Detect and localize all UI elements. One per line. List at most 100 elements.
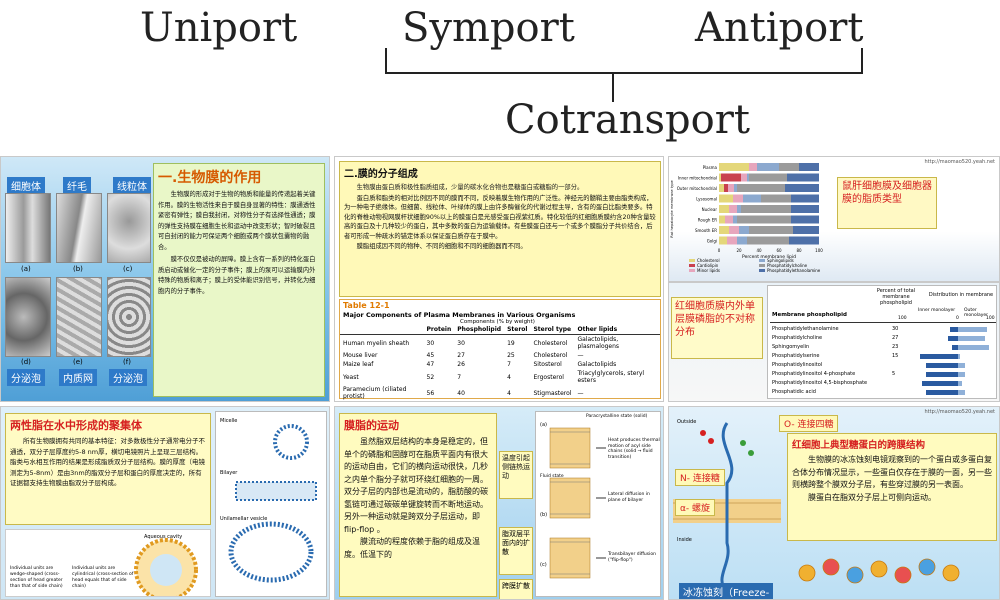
chart-bar-segment (779, 163, 799, 171)
outer-bar (958, 354, 960, 359)
solid-state-label: Paracrystalline state (solid) (586, 414, 648, 419)
legend-entry: Minor lipids (697, 268, 720, 273)
table-cell: 47 (426, 361, 435, 368)
rbc-lipid-name: Phosphatidylinositol 4-phosphate (772, 371, 856, 377)
outer-monolayer-label: Outer monolayer (964, 308, 989, 318)
table-cell: 26 (457, 361, 465, 368)
aggregates-lower-figure: Individual units are wedge-shaped (cross… (5, 529, 211, 597)
aggregates-heading: 两性脂在水中形成的聚集体 (10, 419, 142, 432)
chart-bar-segment (791, 194, 819, 203)
legend-entry: Phosphatidylethanolamine (767, 268, 821, 273)
fig-b-label: (b) (73, 265, 83, 273)
table-cell: Galactolipids, plasmalogens (577, 336, 620, 350)
table-cell: — (530, 401, 574, 402)
table-heading: Major Components of Plasma Membranes in … (343, 311, 576, 319)
chart-tick: 20 (736, 248, 742, 253)
table-subheading: Components (% by weight) (460, 319, 535, 325)
table-cell: Paramecium (ciliated protist) (343, 386, 407, 400)
rbc-lipid-name: Phosphatidic acid (772, 389, 816, 395)
inner-monolayer-label: Inner monolayer (918, 308, 956, 313)
table-cell: 25 (507, 352, 515, 359)
glycoprotein-para: 生物膜的冰冻蚀刻电镜观察到的一个蛋白或多蛋白复合体分布情况显示，一些蛋白仅存在于… (792, 455, 992, 489)
helix-tag: α- 螺旋 (675, 499, 716, 516)
lipid-motion-para: 虽然脂双层结构的本身是稳定的，但单个的磷脂和固醇可在脂质平面内有很大的运动自由，… (344, 437, 488, 534)
chart-bar-segment (727, 236, 737, 245)
chart-category: Smooth ER (695, 228, 717, 233)
table-cell: Galactolipids (577, 361, 617, 368)
chart-ylabel: Rat hepatocyte membrane type (670, 179, 674, 237)
fig-d-label: (d) (21, 358, 31, 366)
lipid-motion-para-2: 膜流动的程度依赖于脂的组成及温度。低温下的 (344, 537, 480, 559)
outer-bar (958, 345, 989, 350)
fig6-c: (c) (540, 562, 547, 568)
legend-entry: Phosphatidylcholine (767, 263, 808, 268)
box-thermal-text: 温度引起侧链热运动 (502, 454, 530, 480)
antiport-label: Antiport (695, 5, 864, 51)
label-cell-body: 细胞体 (7, 177, 45, 194)
table-cell: — (577, 352, 584, 359)
rbc-title-box: 红细胞质膜内外单层膜磷脂的不对称分布 (671, 297, 763, 359)
table-cell: 0 (504, 401, 530, 402)
micrograph-c (107, 193, 151, 263)
rat-liver-title-box: 鼠肝细胞膜及细胞器膜的脂质类型 (837, 177, 937, 229)
o-linked-tag: O- 连接四糖 (779, 415, 839, 432)
micrograph-f (107, 277, 151, 357)
chart-bar-segment (719, 226, 729, 234)
rbc-header-lipid: Membrane phospholipid (772, 312, 847, 318)
chart-tick: 40 (756, 248, 762, 253)
inner-bar (926, 390, 958, 395)
legend-swatch (759, 259, 765, 262)
aqueous-label: Aqueous cavity (144, 534, 183, 540)
chart-bar-segment (719, 215, 725, 224)
composition-para-3: 膜脂组成因不同的物种、不同的细胞和不同的细胞器而不同。 (356, 243, 527, 250)
aggregates-text-box: 两性脂在水中形成的聚集体 所有生物膜拥有共同的基本特征：对多数极性分子通常电分子… (5, 413, 211, 525)
table-col-1: Protein (423, 325, 455, 335)
slide-url-2: http://maomao520.yeah.net (924, 409, 995, 415)
table-cell: 52 (426, 373, 435, 381)
rbc-lipid-name: Phosphatidylinositol (772, 362, 823, 368)
function-text-box: 一.生物膜的作用 生物膜的形成对于生物的物质和能量的传递起着关键作用。膜的生物活… (153, 163, 325, 397)
inner-bar (952, 345, 958, 350)
chart-bar-segment (793, 226, 819, 234)
composition-heading: 二.膜的分子组成 (344, 169, 418, 180)
chart-bar-segment (719, 205, 729, 213)
table-cell: 27 (457, 352, 465, 359)
table-col-2: Phospholipid (454, 325, 505, 335)
table-cell: Cholesterol (533, 352, 568, 359)
chart-bar-segment (737, 215, 791, 224)
bracket-stem (612, 74, 614, 102)
box-lateral-text: 脂双层平面内的扩散 (502, 530, 530, 556)
rbc-lipid-percent: 15 (892, 353, 899, 359)
chart-bar-segment (719, 184, 724, 192)
label-cilia: 纤毛 (63, 177, 91, 194)
rbc-lipid-name: Phosphatidylethanolamine (772, 326, 839, 332)
chart-bar-segment (747, 236, 789, 245)
scale-mid: 0 (956, 316, 959, 321)
lipid-motion-figure: Paracrystalline state (solid) Fluid stat… (535, 411, 661, 597)
table-cell: Cholesterol (533, 339, 568, 347)
rbc-lipid-percent: 27 (892, 335, 899, 341)
symport-label: Symport (402, 5, 575, 51)
inner-bar (920, 354, 958, 359)
rbc-lipid-name: Phosphatidylserine (772, 353, 820, 359)
box-flipflop-text: 跨膜扩散 (502, 582, 530, 590)
table-col-5: Other lipids (574, 325, 660, 335)
chart-category: Plasma (703, 165, 718, 170)
table-cell: Maize leaf (343, 361, 374, 368)
chart-bar-segment (739, 226, 749, 234)
fig-c-label: (c) (123, 265, 133, 273)
lipid-motion-text: 膜脂的运动 虽然脂双层结构的本身是稳定的，但单个的磷脂和固醇可在脂质平面内有很大… (339, 413, 497, 597)
chart-bar-segment (734, 184, 737, 192)
label-er: 内质网 (59, 369, 97, 386)
inner-bar (950, 327, 958, 332)
chart-bar-segment (785, 184, 819, 192)
table-title: Table 12-1 (343, 301, 390, 310)
note-cylinder: Individual units are cylindrical (cross-… (72, 566, 134, 589)
uniport-label: Uniport (140, 5, 298, 51)
slide-membrane-function: 细胞体 纤毛 线粒体 (a) (b) (c) (d) (e) (f) 分泌泡 内… (0, 156, 330, 402)
